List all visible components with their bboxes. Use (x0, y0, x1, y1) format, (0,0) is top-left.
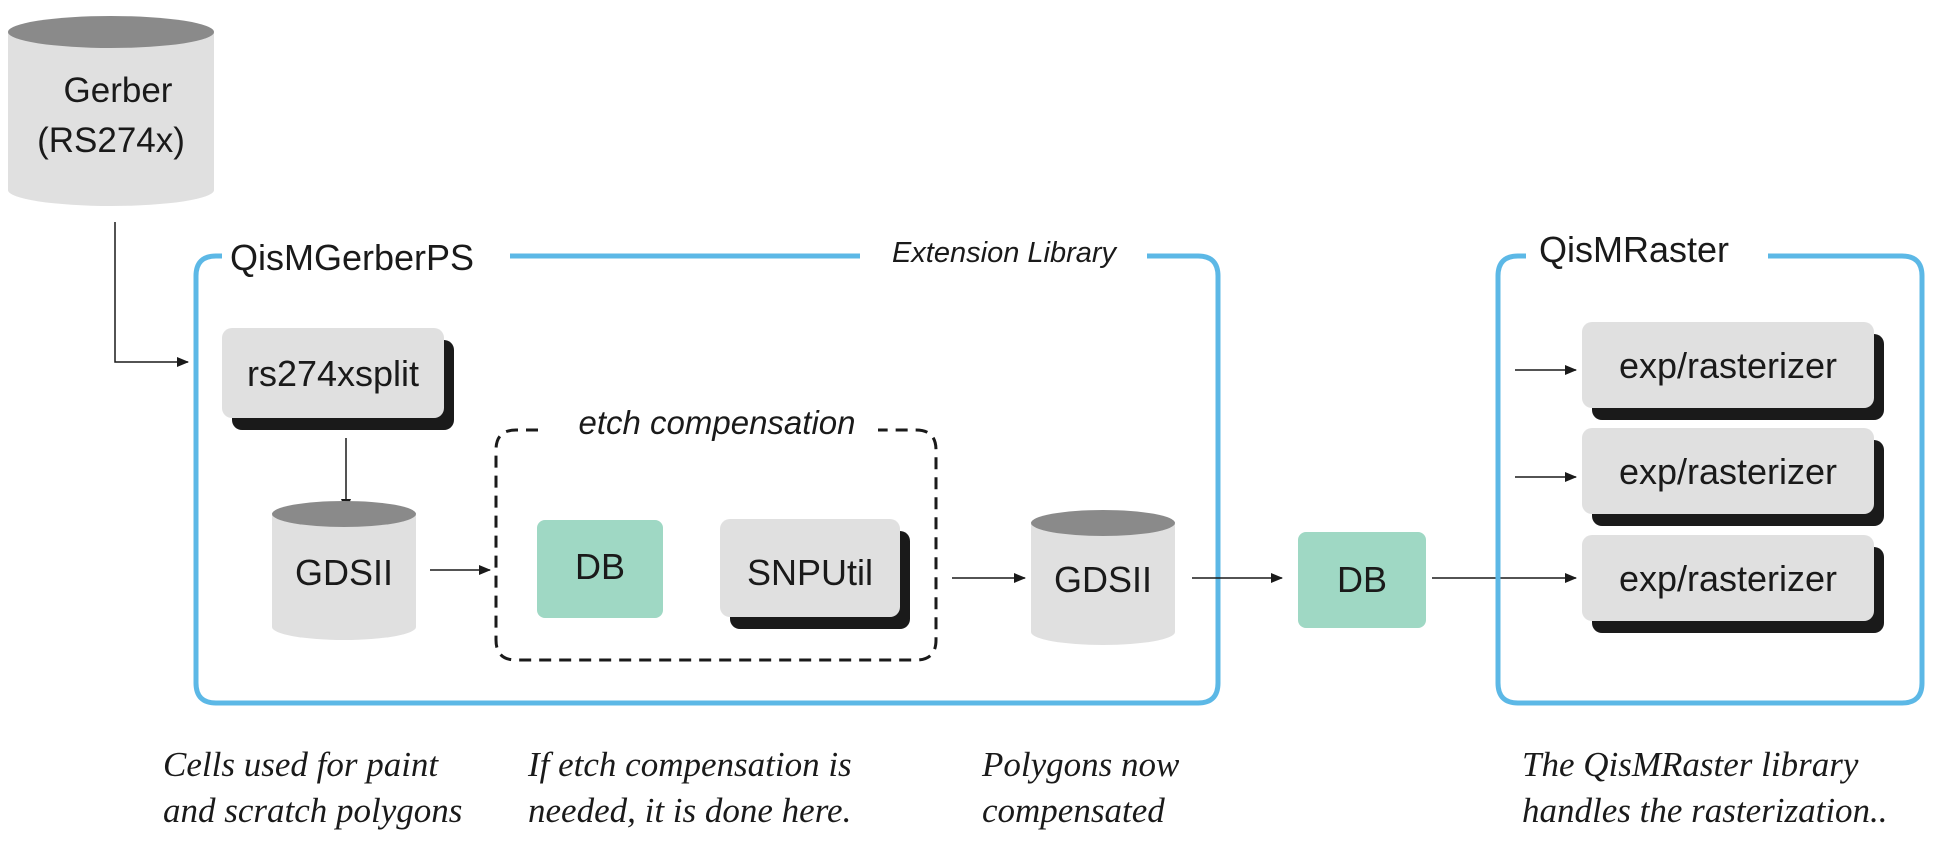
gdsii-input-label: GDSII (295, 552, 393, 593)
rasterizer-label: exp/rasterizer (1619, 345, 1837, 386)
qismgerberps-frame: QisMGerberPS Extension Library (193, 237, 1221, 706)
cells-caption-line2: and scratch polygons (163, 791, 462, 830)
etch-compensation-group: etch compensation DB SNPUtil (494, 404, 938, 662)
raster-caption-line1: The QisMRaster library (1522, 745, 1859, 784)
etch-db-label: DB (575, 546, 625, 587)
rasterizer-box: exp/rasterizer (1582, 322, 1884, 420)
gdsii-output-cylinder: GDSII (1031, 510, 1175, 645)
qismgerberps-title: QisMGerberPS (230, 237, 474, 278)
etch-db-box (537, 520, 663, 618)
etch-compensation-title: etch compensation (578, 404, 855, 441)
polygons-caption-line2: compensated (982, 791, 1165, 830)
raster-caption-line2: handles the rasterization.. (1522, 791, 1888, 830)
etch-caption-line1: If etch compensation is (527, 745, 852, 784)
snputil-label: SNPUtil (747, 552, 873, 593)
gerber-source-cylinder: Gerber (RS274x) (8, 16, 214, 206)
rs274xsplit-box: rs274xsplit (222, 328, 454, 430)
qismraster-frame: QisMRaster (1495, 229, 1925, 706)
etch-caption-line2: needed, it is done here. (528, 791, 851, 830)
gdsii-output-label: GDSII (1054, 559, 1152, 600)
rasterizer-label: exp/rasterizer (1619, 558, 1837, 599)
gerber-label: Gerber (64, 71, 173, 110)
rs274xsplit-label: rs274xsplit (247, 353, 419, 394)
gerber-to-splitter-arrow (114, 222, 189, 367)
rasterizer-box: exp/rasterizer (1582, 535, 1884, 633)
db-output-box: DB (1298, 532, 1426, 628)
extension-library-tag: Extension Library (892, 237, 1118, 269)
polygons-caption-line1: Polygons now (981, 745, 1180, 784)
rasterizer-label: exp/rasterizer (1619, 451, 1837, 492)
gdsii-input-cylinder: GDSII (272, 501, 416, 640)
snputil-box (720, 519, 900, 617)
qismraster-title: QisMRaster (1539, 229, 1729, 270)
rs274x-label: (RS274x) (37, 121, 185, 160)
db-output-label: DB (1337, 559, 1387, 600)
rasterizer-box: exp/rasterizer (1582, 428, 1884, 526)
cells-caption-line1: Cells used for paint (163, 745, 439, 784)
